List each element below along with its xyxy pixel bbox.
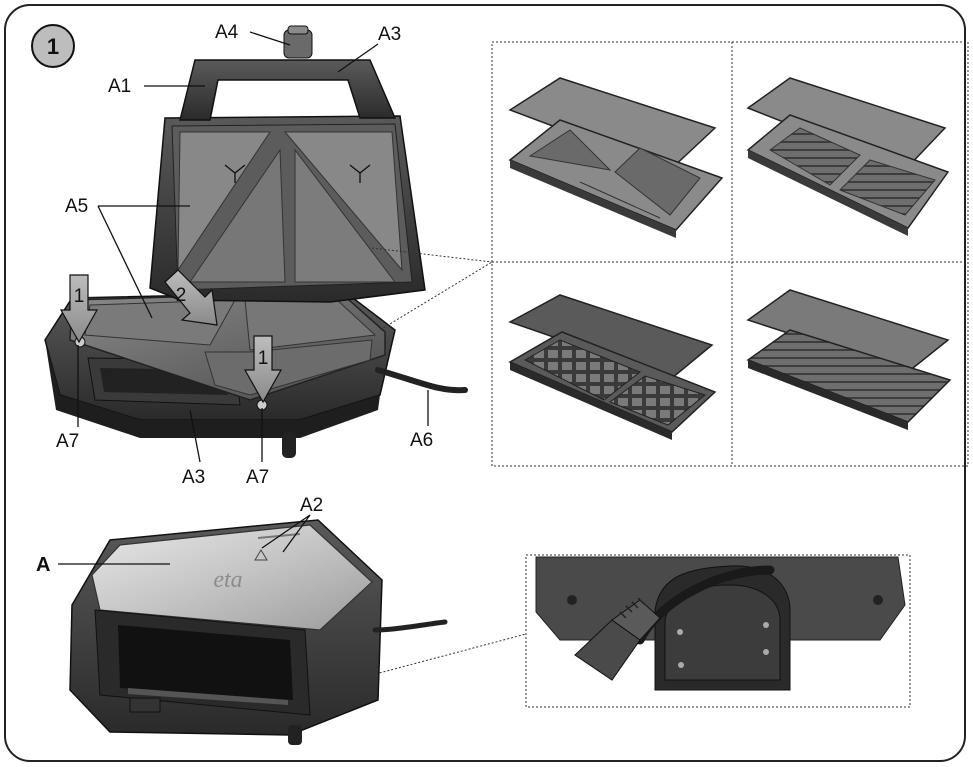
arrow-step1-right-label: 1 [258, 348, 269, 369]
arrow-step1-right: 1 [243, 335, 283, 404]
label-A5: A5 [65, 196, 88, 217]
arrow-step1-left: 1 [59, 274, 99, 344]
label-A: A [36, 554, 50, 576]
label-A2: A2 [300, 495, 323, 516]
label-A6: A6 [410, 430, 433, 451]
label-A7-right: A7 [246, 467, 269, 488]
plate-variants-panel [491, 41, 969, 467]
label-A4: A4 [215, 22, 239, 43]
arrow-step1-left-label: 1 [74, 286, 85, 307]
brand-logo: eta [213, 567, 242, 593]
underside-closeup-panel [525, 554, 911, 708]
label-A1: A1 [108, 76, 131, 97]
arrow-step2-label: 2 [176, 285, 187, 306]
closed-sandwich-maker: eta [69, 519, 448, 745]
arrow-step2: 2 [164, 269, 218, 326]
figure-number-badge: 1 [31, 24, 75, 68]
callouts-closed: A A2 [36, 495, 527, 677]
label-A7-left: A7 [56, 431, 79, 452]
figure-number: 1 [47, 34, 59, 59]
grill-stripe-sandwich-plates [746, 77, 950, 236]
callouts-open: A4 A3 A1 A5 A7 A3 A7 A6 [56, 22, 493, 488]
waffle-plates [508, 294, 717, 440]
open-sandwich-maker [44, 25, 468, 458]
figure-frame [4, 4, 966, 762]
label-A3-bottom: A3 [182, 467, 205, 488]
grill-plates [746, 289, 952, 430]
sandwich-triangle-plates [508, 77, 724, 238]
label-A3-top: A3 [378, 24, 401, 45]
